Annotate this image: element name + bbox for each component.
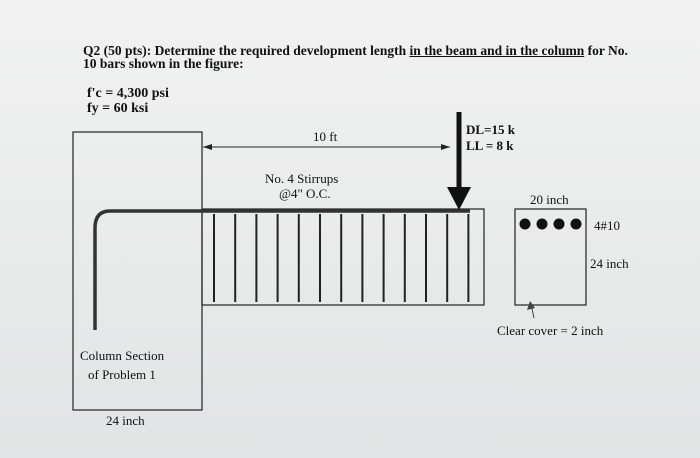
- question-underlined: in the beam and in the column: [409, 43, 585, 58]
- question-line-2: 10 bars shown in the figure:: [83, 56, 244, 71]
- stirrups-spacing-label: @4" O.C.: [279, 186, 331, 201]
- fy-value: fy = 60 ksi: [87, 101, 149, 116]
- bar-3: [553, 218, 565, 230]
- reinforcing-bar: [93, 209, 470, 330]
- stirrups: [213, 214, 470, 302]
- question-line-1: Q2 (50 pts): Determine the required deve…: [83, 44, 628, 58]
- stirrups-label: No. 4 Stirrups: [265, 171, 339, 186]
- section-width-label: 20 inch: [530, 192, 569, 207]
- live-load-label: LL = 8 k: [466, 138, 514, 153]
- point-load-arrowhead: [447, 187, 471, 210]
- fc-value: f'c = 4,300 psi: [87, 86, 169, 101]
- clear-cover-label: Clear cover = 2 inch: [497, 323, 604, 338]
- span-arrow-left: [203, 144, 212, 150]
- cross-section-outline: [514, 208, 587, 306]
- section-depth-label: 24 inch: [590, 256, 629, 271]
- bar-1: [519, 218, 531, 230]
- beam-outline: [201, 208, 485, 306]
- cover-arrowhead: [527, 301, 535, 310]
- dead-load-label: DL=15 k: [466, 122, 515, 137]
- question-prefix: Q2 (50 pts): Determine the required deve…: [83, 43, 410, 58]
- span-arrow-right: [441, 144, 450, 150]
- bar-4: [570, 218, 582, 230]
- bars-label: 4#10: [594, 218, 620, 233]
- span-label: 10 ft: [313, 129, 338, 144]
- column-section-label: Column Section: [80, 348, 165, 363]
- question-suffix: for No.: [584, 43, 628, 58]
- column-problem-label: of Problem 1: [88, 367, 156, 382]
- column-width-label: 24 inch: [106, 413, 145, 428]
- bar-2: [536, 218, 548, 230]
